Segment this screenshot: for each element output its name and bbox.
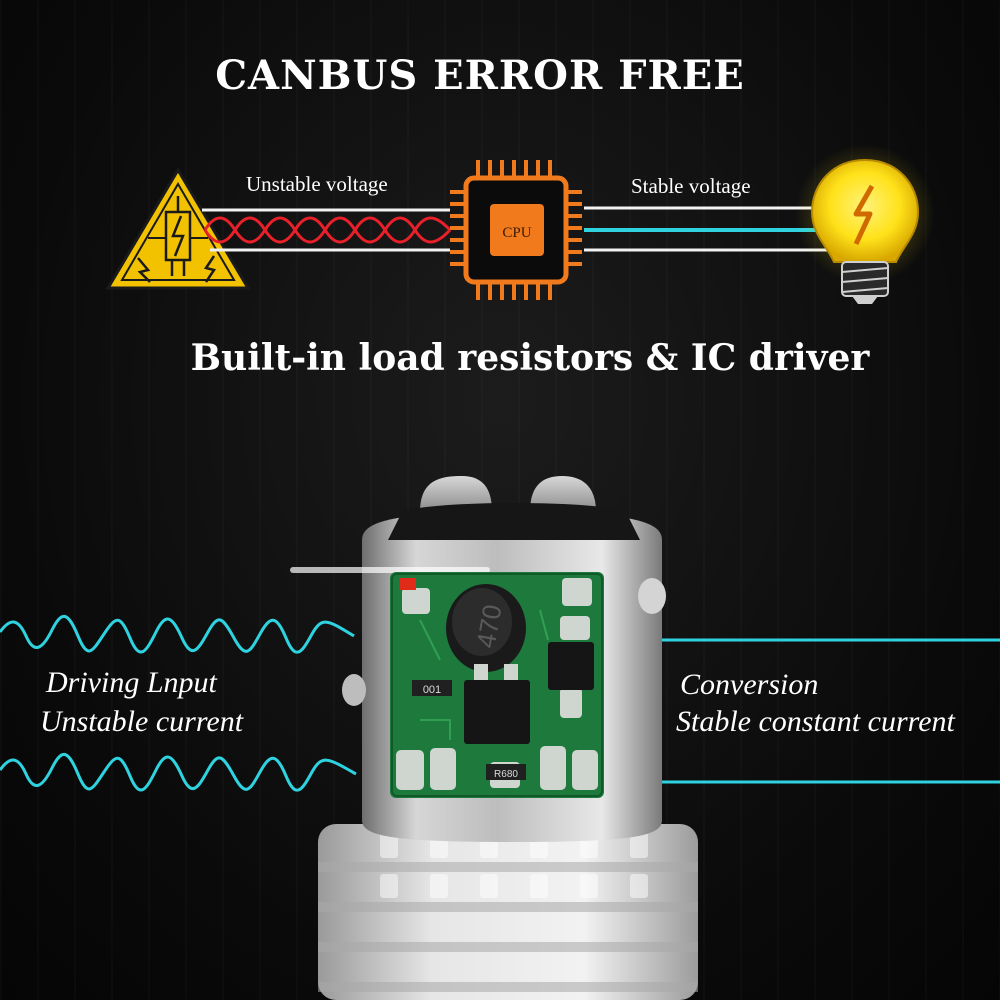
cpu-chip-icon: CPU <box>450 160 582 300</box>
unstable-current-label: Unstable current <box>40 705 244 738</box>
cpu-chip-label: CPU <box>502 225 531 241</box>
stable-voltage-label: Stable voltage <box>631 174 751 198</box>
output-wires <box>584 206 830 252</box>
driving-input-label: Driving Lnput <box>46 666 217 699</box>
pcb-driver-board: 470 001 R680 <box>390 572 604 798</box>
resistor-marking-1: 001 <box>423 684 441 696</box>
stable-current-label: Stable constant current <box>676 705 955 738</box>
input-wires <box>202 208 450 252</box>
resistor-marking-2: R680 <box>494 769 518 780</box>
page-title: CANBUS ERROR FREE <box>215 52 745 99</box>
light-bulb-icon <box>795 144 935 304</box>
inductor: 470 <box>446 584 526 672</box>
unstable-voltage-label: Unstable voltage <box>246 172 388 196</box>
inductor-marking: 470 <box>470 602 507 650</box>
stable-current-lines <box>650 638 1000 784</box>
subtitle: Built-in load resistors & IC driver <box>190 337 870 379</box>
unstable-voltage-wave <box>203 216 452 244</box>
conversion-label: Conversion <box>680 668 819 701</box>
high-voltage-warning-icon <box>105 167 251 290</box>
unstable-current-wave <box>0 615 357 792</box>
